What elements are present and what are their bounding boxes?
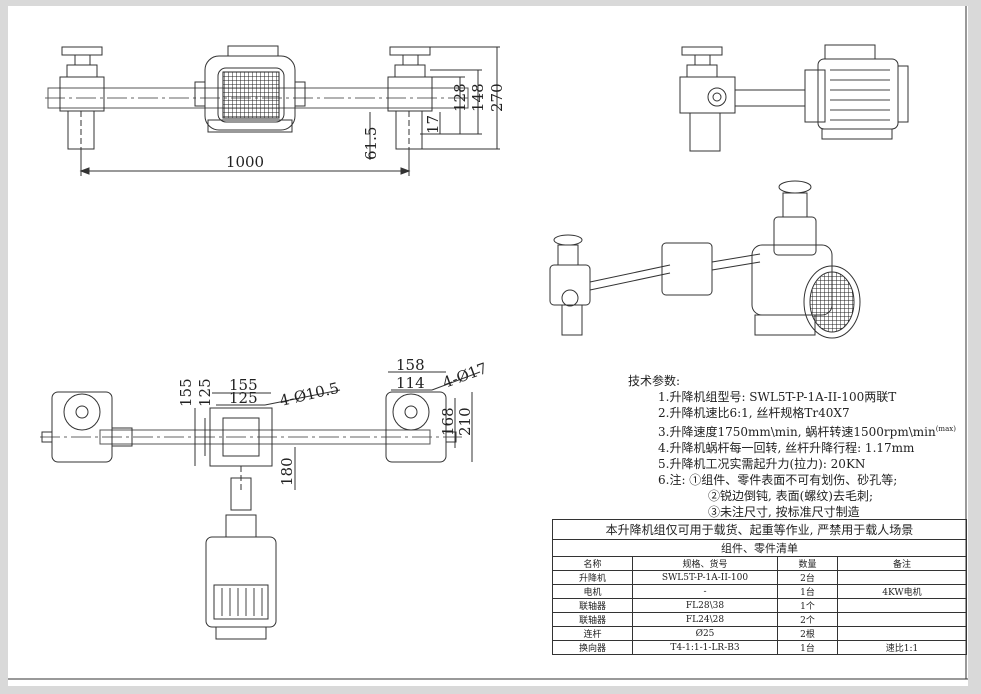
bom-cell xyxy=(837,570,967,585)
dim-4-d17: 4-Ø17 xyxy=(440,359,489,392)
dim-158: 158 xyxy=(396,356,425,374)
bom-cell: 2根 xyxy=(777,626,838,641)
bom-header: 备注 xyxy=(837,556,967,571)
front-view: 1000 61.5 17 128 148 270 xyxy=(45,45,506,176)
tech-param-6-2: ②锐边倒钝, 表面(螺纹)去毛刺; xyxy=(708,489,874,503)
dim-128: 128 xyxy=(451,83,469,112)
bom-table: 本升降机组仅可用于载货、起重等作业, 严禁用于载人场景 组件、零件清单 名称 规… xyxy=(552,519,967,655)
dim-4-d10-5: 4-Ø10.5 xyxy=(278,379,341,410)
bom-cell: - xyxy=(632,584,778,599)
bom-cell xyxy=(837,612,967,627)
dim-155-v: 155 xyxy=(177,378,195,407)
tech-param-4: 4.升降机蜗杆每一回转, 丝杆升降行程: 1.17mm xyxy=(658,441,915,455)
drawing-sheet: 1000 61.5 17 128 148 270 xyxy=(8,6,968,686)
left-jack xyxy=(59,46,105,150)
isometric-view xyxy=(549,180,861,339)
bom-cell: 电机 xyxy=(552,584,633,599)
bom-cell: 1台 xyxy=(777,584,838,599)
dim-17: 17 xyxy=(424,115,442,134)
motor-front xyxy=(194,45,306,133)
gearbox-plan xyxy=(209,407,273,511)
bom-cell: 换向器 xyxy=(552,640,633,655)
bom-cell: 1个 xyxy=(777,598,838,613)
dim-125-v: 125 xyxy=(196,378,214,407)
left-jack-plan xyxy=(41,391,133,463)
bom-cell: 联轴器 xyxy=(552,598,633,613)
bom-cell: 升降机 xyxy=(552,570,633,585)
bom-cell: 联轴器 xyxy=(552,612,633,627)
tech-param-3-text: 3.升降速度1750mm\min, 蜗杆转速1500rpm\min xyxy=(658,425,936,439)
bom-cell: 2个 xyxy=(777,612,838,627)
right-jack xyxy=(387,46,433,150)
bom-cell: T4-1:1-1-LR-B3 xyxy=(632,640,778,655)
side-view xyxy=(679,44,909,152)
bom-header: 规格、货号 xyxy=(632,556,778,571)
bom-cell xyxy=(837,598,967,613)
tech-params-title: 技术参数: xyxy=(628,374,681,388)
dim-270: 270 xyxy=(488,83,506,112)
bom-cell: 连杆 xyxy=(552,626,633,641)
motor-plan xyxy=(205,514,277,640)
tech-param-6: 6.注: ①组件、零件表面不可有划伤、砂孔等; xyxy=(658,473,898,487)
bom-cell: FL24\28 xyxy=(632,612,778,627)
bom-cell: 1台 xyxy=(777,640,838,655)
bom-cell: 2台 xyxy=(777,570,838,585)
tech-param-3: 3.升降速度1750mm\min, 蜗杆转速1500rpm\min(max) xyxy=(628,421,956,440)
bom-header-row: 名称 规格、货号 数量 备注 xyxy=(552,556,967,571)
tech-param-5: 5.升降机工况实需起升力(拉力): 20KN xyxy=(658,457,866,471)
bom-cell: FL28\38 xyxy=(632,598,778,613)
dim-168: 168 xyxy=(439,407,457,436)
bom-header: 名称 xyxy=(552,556,633,571)
right-jack-plan xyxy=(385,391,457,463)
bom-cell xyxy=(837,626,967,641)
tech-param-2: 2.升降机速比6:1, 丝杆规格Tr40X7 xyxy=(658,406,850,420)
bom-cell: Ø25 xyxy=(632,626,778,641)
drawing-canvas: 1000 61.5 17 128 148 270 xyxy=(8,6,968,680)
dim-61-5: 61.5 xyxy=(362,127,380,160)
dim-1000: 1000 xyxy=(226,153,264,171)
plan-view: 155 125 155 125 4-Ø10.5 158 114 4-Ø17 16… xyxy=(40,356,490,640)
bom-header: 数量 xyxy=(777,556,838,571)
dim-210: 210 xyxy=(456,407,474,436)
tech-param-1: 1.升降机组型号: SWL5T-P-1A-II-100两联T xyxy=(658,390,897,404)
dim-148: 148 xyxy=(469,83,487,112)
dim-125-h: 125 xyxy=(229,389,258,407)
dim-114: 114 xyxy=(396,374,425,392)
tech-params: 技术参数: 1.升降机组型号: SWL5T-P-1A-II-100两联T 2.升… xyxy=(628,373,956,520)
bom-title: 组件、零件清单 xyxy=(552,539,967,557)
tech-param-6-3: ③未注尺寸, 按标准尺寸制造 xyxy=(708,505,860,519)
bom-cell: SWL5T-P-1A-II-100 xyxy=(632,570,778,585)
dim-180: 180 xyxy=(278,457,296,486)
dim-155-h: 155 xyxy=(229,376,258,394)
bom-cell: 速比1:1 xyxy=(837,640,967,655)
bom-cell: 4KW电机 xyxy=(837,584,967,599)
tech-param-3-sup: (max) xyxy=(935,425,956,433)
bom-warning: 本升降机组仅可用于载货、起重等作业, 严禁用于载人场景 xyxy=(552,519,967,540)
